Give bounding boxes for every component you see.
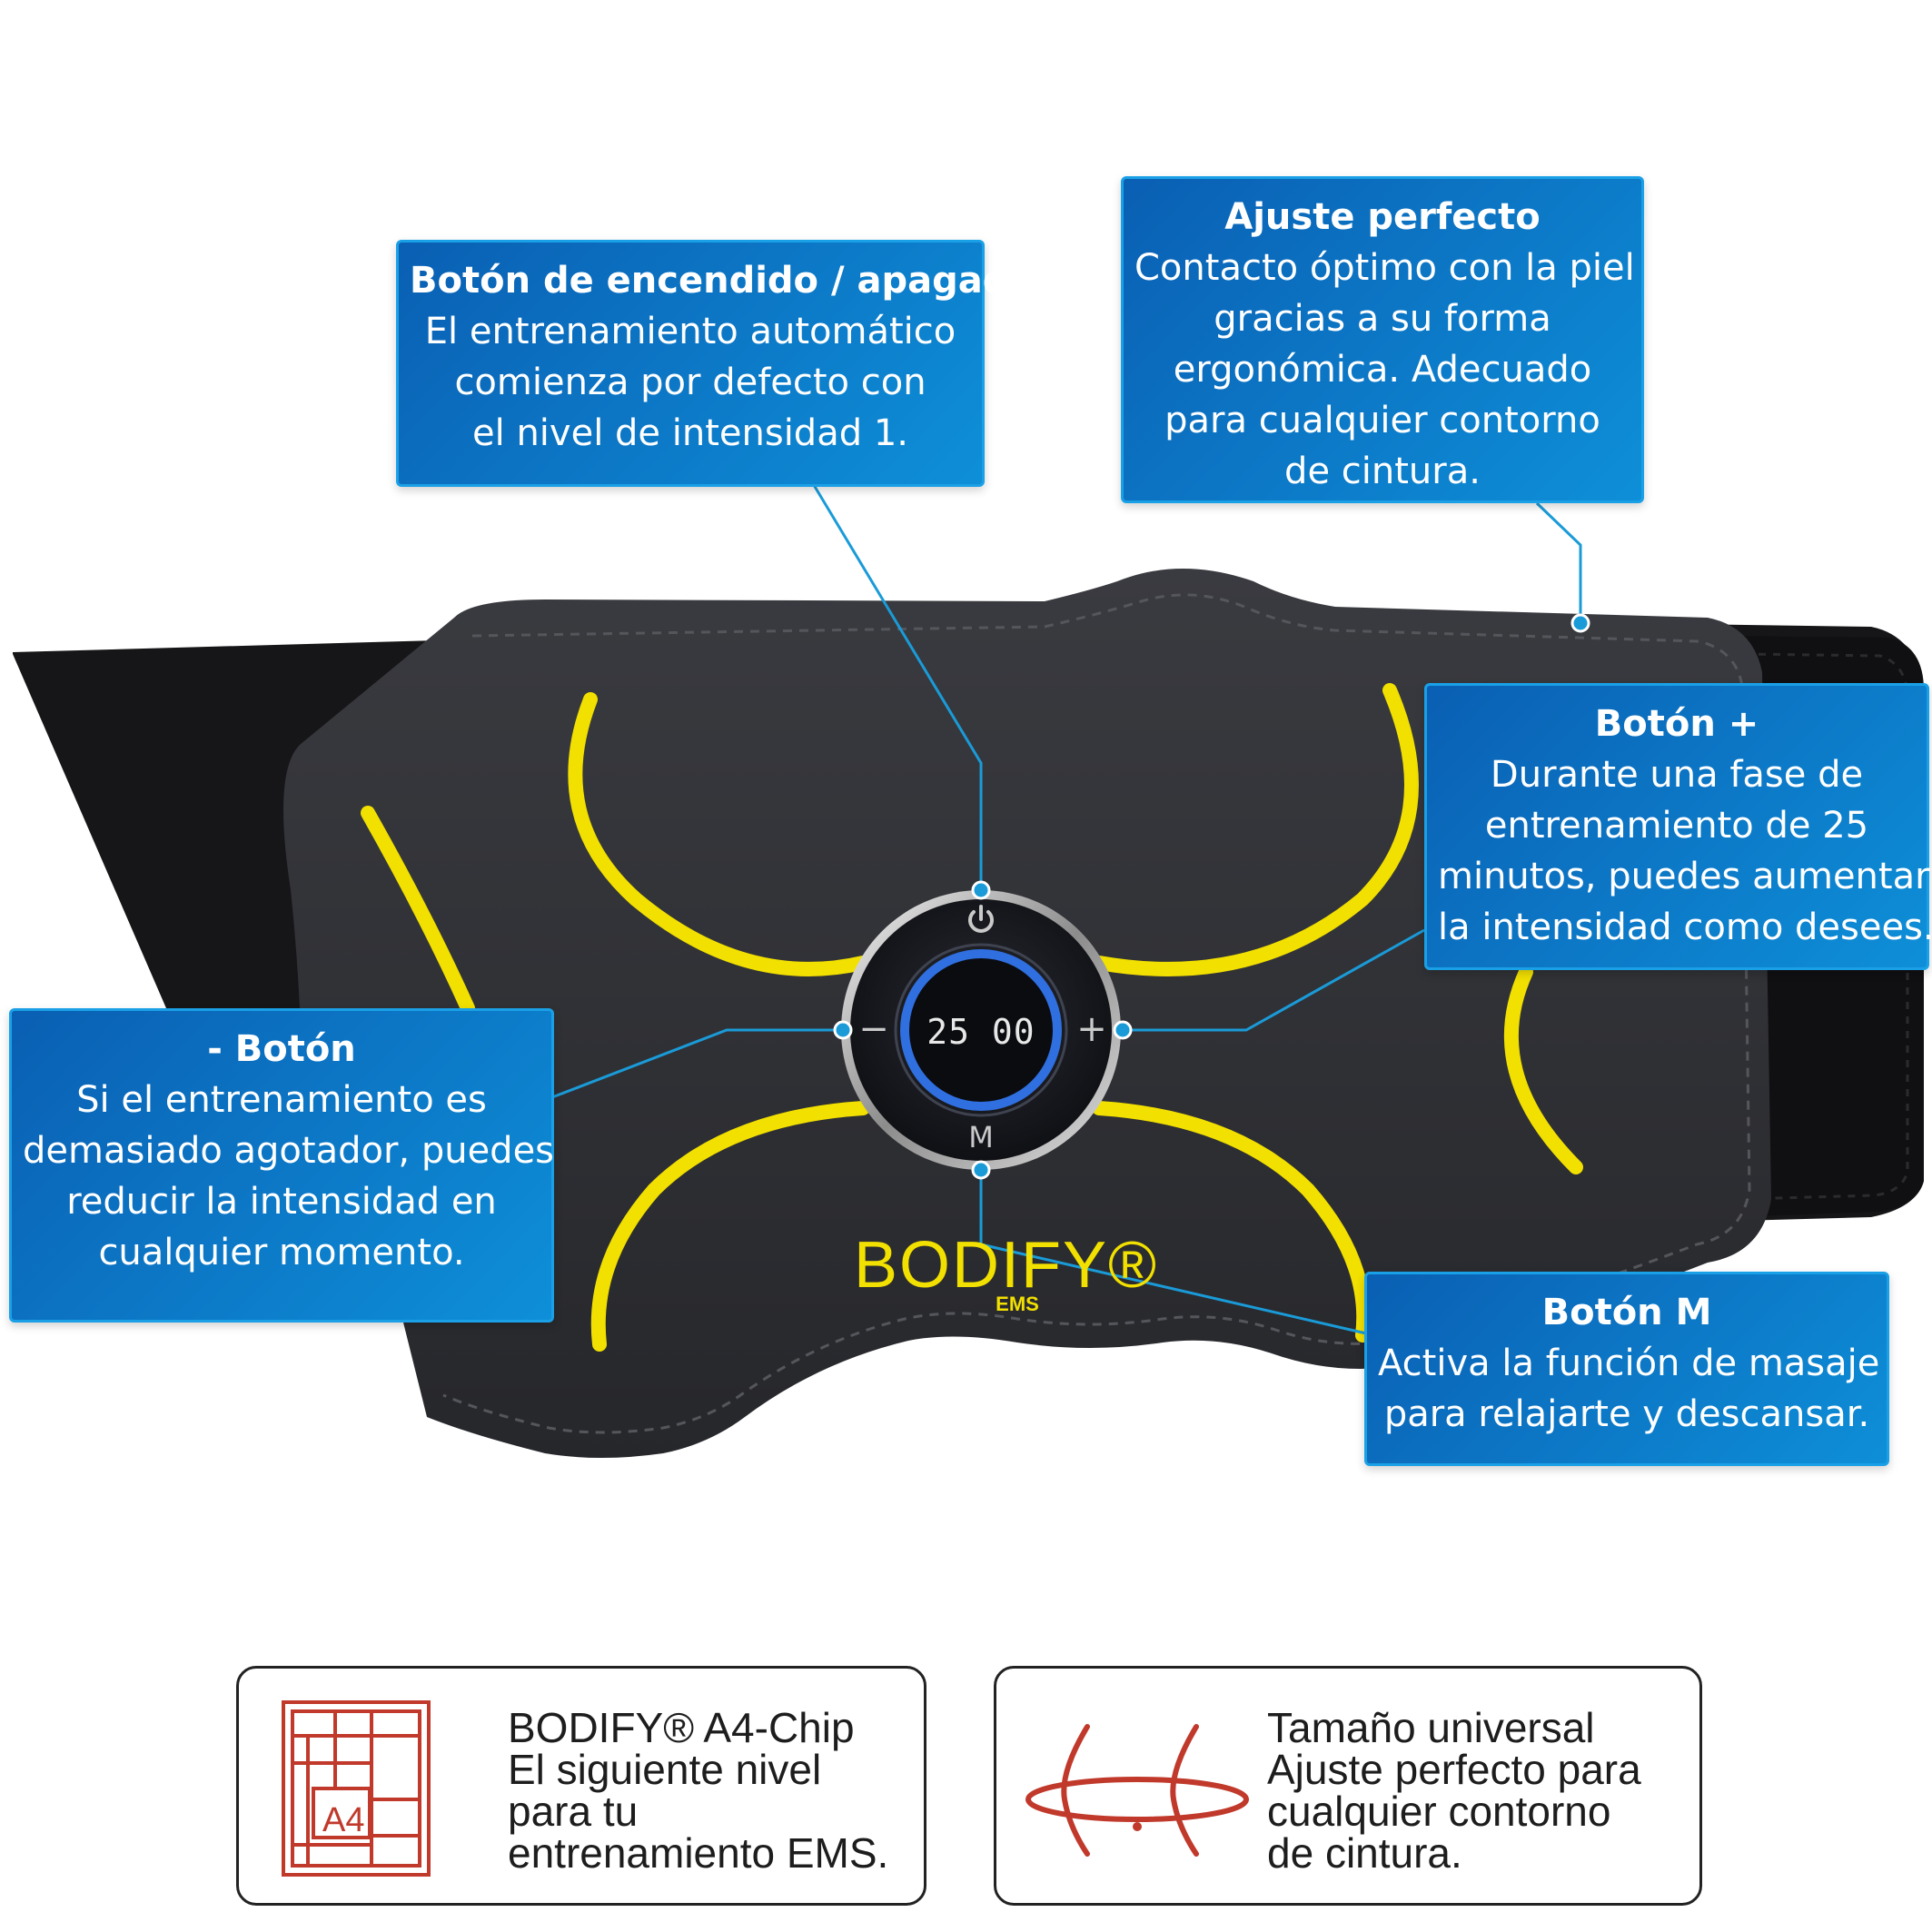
power-icon[interactable]: [968, 905, 994, 933]
callout-perfect-fit: Ajuste perfecto Contacto óptimo con la p…: [1121, 176, 1644, 503]
control-hub: [841, 890, 1121, 1170]
callout-title: - Botón: [207, 1028, 356, 1070]
waist-measure-icon: [1025, 1724, 1249, 1857]
callout-connectors: [551, 484, 1582, 1335]
callout-body: Durante una fase de entrenamiento de 25 …: [1438, 754, 1932, 948]
callout-power-button: Botón de encendido / apagado El entrenam…: [396, 240, 1034, 487]
callout-title: Botón +: [1594, 703, 1759, 745]
callout-title: Botón M: [1541, 1292, 1712, 1333]
timer-display: 25 00: [926, 1012, 1035, 1052]
feature-a4-chip: A4 BODIFY® A4-Chip El siguiente nivel pa…: [236, 1666, 926, 1906]
callout-title: Botón de encendido / apagado: [410, 260, 1034, 302]
brand-subtitle: EMS: [996, 1293, 1039, 1315]
brand-name: BODIFY®: [854, 1229, 1159, 1302]
callout-plus-button: Botón + Durante una fase de entrenamient…: [1424, 683, 1932, 970]
feature-text: Tamaño universal Ajuste perfecto para cu…: [1267, 1704, 1641, 1877]
feature-title: BODIFY® A4-Chip: [508, 1704, 855, 1751]
feature-universal-size: Tamaño universal Ajuste perfecto para cu…: [994, 1666, 1702, 1906]
m-button[interactable]: M: [968, 1120, 994, 1154]
callout-minus-button: - Botón Si el entrenamiento es demasiado…: [9, 1008, 554, 1323]
a4-chip-label: A4: [322, 1801, 365, 1839]
connector-dots: [833, 613, 1590, 1180]
callout-title: Ajuste perfecto: [1224, 196, 1541, 238]
minus-button[interactable]: −: [858, 1008, 889, 1050]
callout-body: Si el entrenamiento es demasiado agotado…: [23, 1079, 555, 1273]
a4-chip-icon: [282, 1700, 431, 1877]
feature-text: BODIFY® A4-Chip El siguiente nivel para …: [508, 1704, 889, 1877]
callout-body: Contacto óptimo con la piel gracias a su…: [1134, 247, 1635, 492]
bodify-logo: BODIFY® EMS: [854, 1229, 1159, 1315]
plus-button[interactable]: +: [1076, 1008, 1107, 1050]
callout-body: El entrenamiento automático comienza por…: [424, 311, 956, 454]
callout-m-button: Botón M Activa la función de masaje para…: [1364, 1272, 1889, 1466]
electrode-contours: [361, 683, 1583, 1352]
callout-body: Activa la función de masaje para relajar…: [1378, 1342, 1880, 1435]
feature-title: Tamaño universal: [1267, 1704, 1595, 1751]
